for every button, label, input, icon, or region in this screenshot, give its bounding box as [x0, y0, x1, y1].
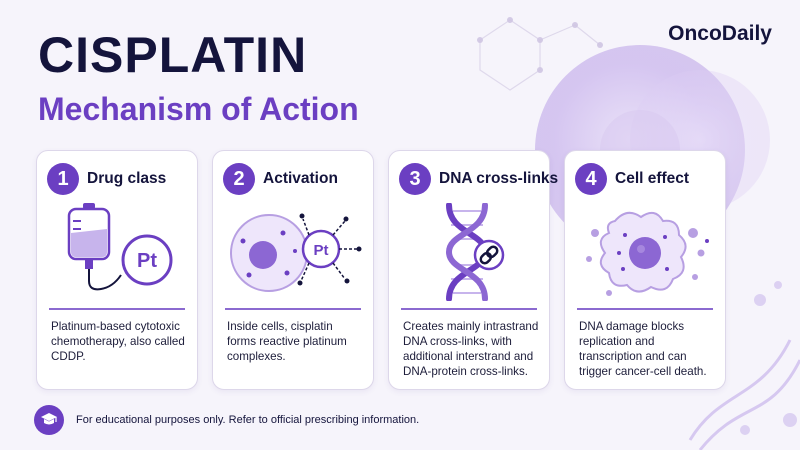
page-subtitle: Mechanism of Action [38, 91, 359, 127]
card-divider [401, 308, 537, 310]
card-description: Inside cells, cisplatin forms reactive p… [227, 320, 347, 363]
card-description: Platinum-based cytotoxic chemotherapy, a… [51, 320, 185, 363]
pt-label: Pt [314, 242, 329, 259]
disclaimer-text: For educational purposes only. Refer to … [76, 414, 420, 426]
card-title: Activation [263, 170, 338, 187]
dna-link-icon [445, 203, 505, 301]
card-number: 2 [223, 163, 255, 195]
card-drug-class: 1 Drug class Pt Platinum-based cytotoxic… [36, 150, 198, 390]
cell-activation-icon: Pt [230, 213, 362, 292]
card-number: 1 [47, 163, 79, 195]
brand-logo: OncoDaily [668, 22, 772, 45]
damaged-cell-icon [586, 211, 709, 296]
graduation-cap-icon [34, 405, 64, 435]
footer: For educational purposes only. Refer to … [34, 405, 419, 435]
pt-label: Pt [137, 250, 157, 272]
card-number: 4 [575, 163, 607, 195]
card-title: Cell effect [615, 170, 690, 187]
card-title: DNA cross-links [439, 170, 559, 187]
card-description: Creates mainly intrastrand DNA cross-lin… [403, 320, 539, 378]
card-number: 3 [399, 163, 431, 195]
card-activation: 2 Activation Pt Inside cells, cisplati [212, 150, 374, 390]
page-title: CISPLATIN [38, 27, 308, 83]
card-divider [577, 308, 713, 310]
card-divider [49, 308, 185, 310]
card-title: Drug class [87, 170, 167, 187]
card-cell-effect: 4 Cell effect DNA damage blocks replicat… [564, 150, 726, 390]
iv-bag-icon: Pt [67, 203, 173, 291]
card-dna-cross-links: 3 DNA cross-links Creates mainly intrast… [388, 150, 558, 390]
card-description: DNA damage blocks replication and transc… [579, 320, 707, 378]
cards-row: 1 Drug class Pt Platinum-based cytotoxic… [36, 150, 726, 390]
card-divider [225, 308, 361, 310]
